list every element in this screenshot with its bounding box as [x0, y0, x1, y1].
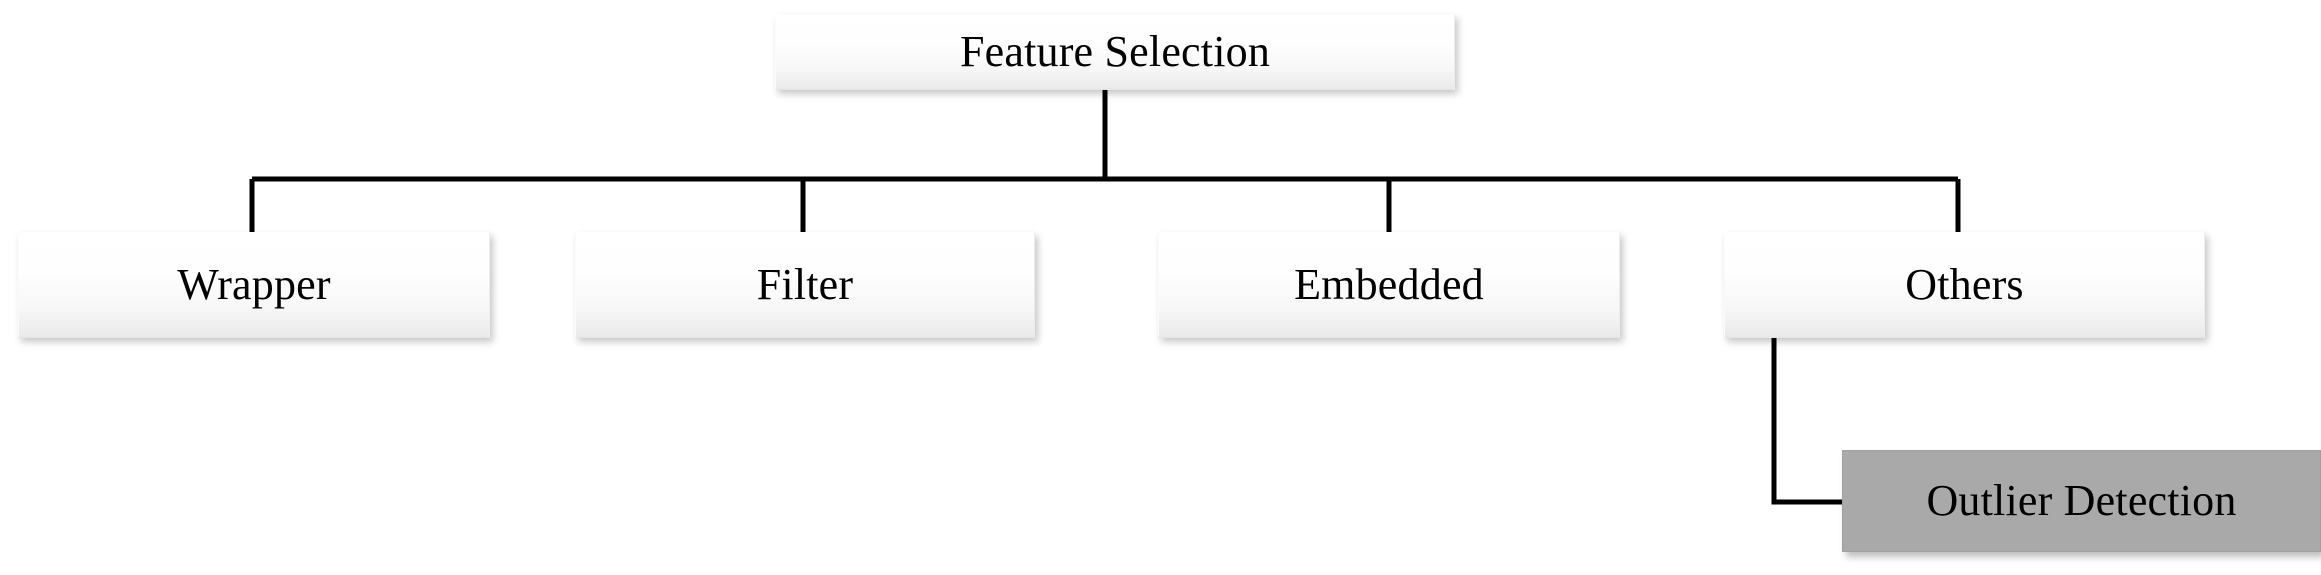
node-label: Feature Selection: [959, 26, 1271, 76]
node-wrapper[interactable]: Wrapper: [18, 232, 490, 338]
node-others[interactable]: Others: [1724, 232, 2205, 338]
node-feature-selection[interactable]: Feature Selection: [775, 14, 1455, 90]
node-embedded[interactable]: Embedded: [1158, 232, 1620, 338]
node-label: Others: [1905, 259, 2024, 309]
connector-others-to-outlier: [1771, 338, 1845, 505]
node-label: Embedded: [1294, 259, 1484, 309]
node-outlier-detection[interactable]: Outlier Detection: [1842, 450, 2321, 552]
node-label: Wrapper: [177, 259, 331, 309]
node-label: Filter: [756, 259, 854, 309]
node-label: Outlier Detection: [1926, 475, 2237, 525]
node-filter[interactable]: Filter: [575, 232, 1035, 338]
